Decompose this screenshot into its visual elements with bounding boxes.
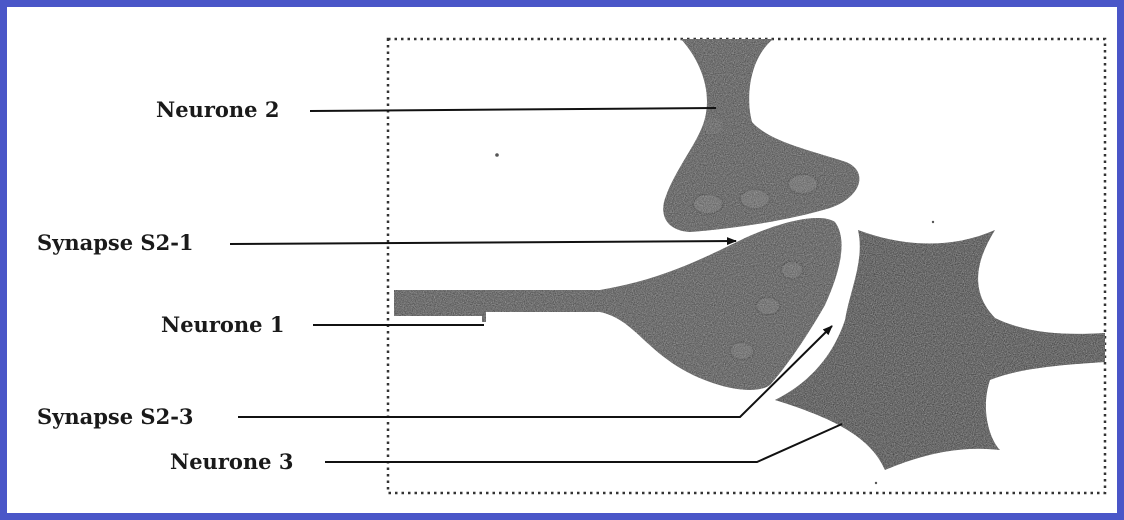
leader-line-neurone-3 bbox=[325, 424, 842, 462]
label-synapse-s2-1: Synapse S2-1 bbox=[37, 231, 194, 255]
label-neurone-3: Neurone 3 bbox=[170, 450, 293, 474]
label-synapse-s2-3: Synapse S2-3 bbox=[37, 405, 194, 429]
neurone-2-shape bbox=[663, 39, 859, 232]
leader-arrow-synapse-s2-1 bbox=[230, 241, 736, 244]
label-neurone-2: Neurone 2 bbox=[156, 98, 279, 122]
leader-line-neurone-2 bbox=[310, 108, 716, 111]
neurone-1-shape bbox=[394, 218, 842, 390]
label-neurone-1: Neurone 1 bbox=[161, 313, 284, 337]
